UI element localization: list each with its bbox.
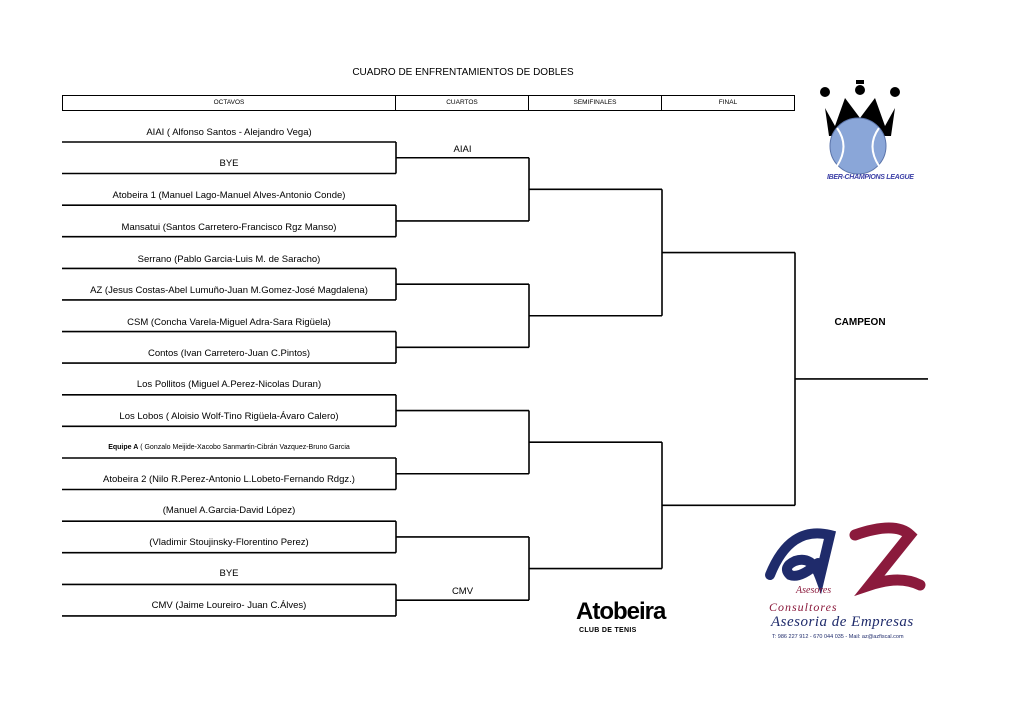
team-slot: Contos (Ivan Carretero-Juan C.Pintos) — [62, 348, 396, 359]
team-name: Atobeira 1 (Manuel Lago-Manuel Alves-Ant… — [112, 190, 346, 201]
atobeira-logo-subtitle: CLUB DE TENIS — [579, 627, 637, 634]
team-slot: (Manuel A.Garcia-David López) — [62, 505, 396, 516]
team-name: AIAI ( Alfonso Santos - Alejandro Vega) — [146, 127, 312, 138]
team-slot: CMV (Jaime Loureiro- Juan C.Álves) — [62, 600, 396, 611]
champion-label: CAMPEON — [834, 317, 886, 328]
team-slot: BYE — [62, 568, 396, 579]
league-logo-text: IBER-CHAMPIONS LEAGUE — [827, 174, 914, 181]
team-slot: AZ (Jesus Costas-Abel Lumuño-Juan M.Gome… — [62, 285, 396, 296]
team-name: Atobeira 2 (Nilo R.Perez-Antonio L.Lobet… — [103, 474, 355, 485]
team-name: ( Gonzalo Meijide-Xacobo Sanmartin-Cibrá… — [138, 444, 350, 451]
crown-tennis-logo — [820, 80, 900, 175]
quarter-winner-top: AIAI — [453, 144, 472, 155]
az-logo — [765, 522, 926, 597]
team-slot: Equipe A ( Gonzalo Meijide-Xacobo Sanmar… — [62, 444, 396, 451]
team-name: (Manuel A.Garcia-David López) — [162, 505, 296, 516]
team-name: Mansatui (Santos Carretero-Francisco Rgz… — [121, 222, 337, 233]
atobeira-logo-name: Atobeira — [576, 598, 666, 625]
team-slot: Los Pollitos (Miguel A.Perez-Nicolas Dur… — [62, 379, 396, 390]
team-name: (Vladimir Stoujinsky-Florentino Perez) — [149, 537, 309, 548]
team-name: CSM (Concha Varela-Miguel Adra-Sara Rigü… — [127, 317, 331, 328]
team-slot: Serrano (Pablo Garcia-Luis M. de Saracho… — [62, 254, 396, 265]
team-slot: CSM (Concha Varela-Miguel Adra-Sara Rigü… — [62, 317, 396, 328]
az-subtitle-3: Asesoria de Empresas — [771, 614, 914, 630]
team-prefix: Equipe A — [108, 444, 139, 451]
page-title: CUADRO DE ENFRENTAMIENTOS DE DOBLES — [352, 67, 574, 78]
team-slot: Atobeira 2 (Nilo R.Perez-Antonio L.Lobet… — [62, 474, 396, 485]
team-name: Contos (Ivan Carretero-Juan C.Pintos) — [147, 348, 311, 359]
team-name: AZ (Jesus Costas-Abel Lumuño-Juan M.Gome… — [90, 285, 368, 296]
az-subtitle-2: Consultores — [769, 600, 838, 614]
team-slot: AIAI ( Alfonso Santos - Alejandro Vega) — [62, 127, 396, 138]
header-final: FINAL — [661, 95, 795, 111]
team-slot: BYE — [62, 158, 396, 169]
team-name: Serrano (Pablo Garcia-Luis M. de Saracho… — [137, 254, 321, 265]
team-name: Los Pollitos (Miguel A.Perez-Nicolas Dur… — [136, 379, 322, 390]
team-name: BYE — [219, 568, 239, 579]
team-slot: Los Lobos ( Aloisio Wolf-Tino Rigüela-Áv… — [62, 411, 396, 422]
team-name: CMV (Jaime Loureiro- Juan C.Álves) — [151, 600, 307, 611]
az-subtitle-1: Asesores — [796, 585, 832, 596]
team-name: Los Lobos ( Aloisio Wolf-Tino Rigüela-Áv… — [119, 411, 339, 422]
quarter-winner-bottom: CMV — [451, 586, 474, 597]
team-slot: Mansatui (Santos Carretero-Francisco Rgz… — [62, 222, 396, 233]
team-slot: (Vladimir Stoujinsky-Florentino Perez) — [62, 537, 396, 548]
team-slot: Atobeira 1 (Manuel Lago-Manuel Alves-Ant… — [62, 190, 396, 201]
team-name: BYE — [219, 158, 239, 169]
az-contact: T: 986 227 912 - 670 044 035 - Mail: az@… — [772, 634, 904, 640]
